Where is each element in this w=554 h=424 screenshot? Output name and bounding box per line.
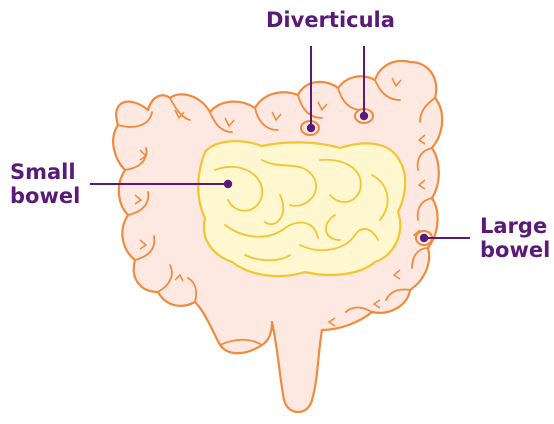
- label-small-bowel-line2: bowel: [10, 184, 80, 208]
- label-small-bowel: Small bowel: [10, 160, 80, 208]
- label-diverticula-text: Diverticula: [266, 8, 395, 32]
- label-large-bowel: Large bowel: [480, 214, 550, 262]
- diverticula-marker-1: [308, 125, 314, 131]
- small-bowel: [198, 141, 405, 276]
- diverticula-marker-2: [361, 113, 367, 119]
- label-small-bowel-line1: Small: [10, 160, 80, 184]
- large-bowel-marker: [421, 235, 427, 241]
- small-bowel-marker: [225, 181, 231, 187]
- label-large-bowel-line2: bowel: [480, 238, 550, 262]
- label-diverticula: Diverticula: [266, 8, 395, 32]
- small-bowel-shape: [198, 141, 405, 276]
- label-large-bowel-line1: Large: [480, 214, 550, 238]
